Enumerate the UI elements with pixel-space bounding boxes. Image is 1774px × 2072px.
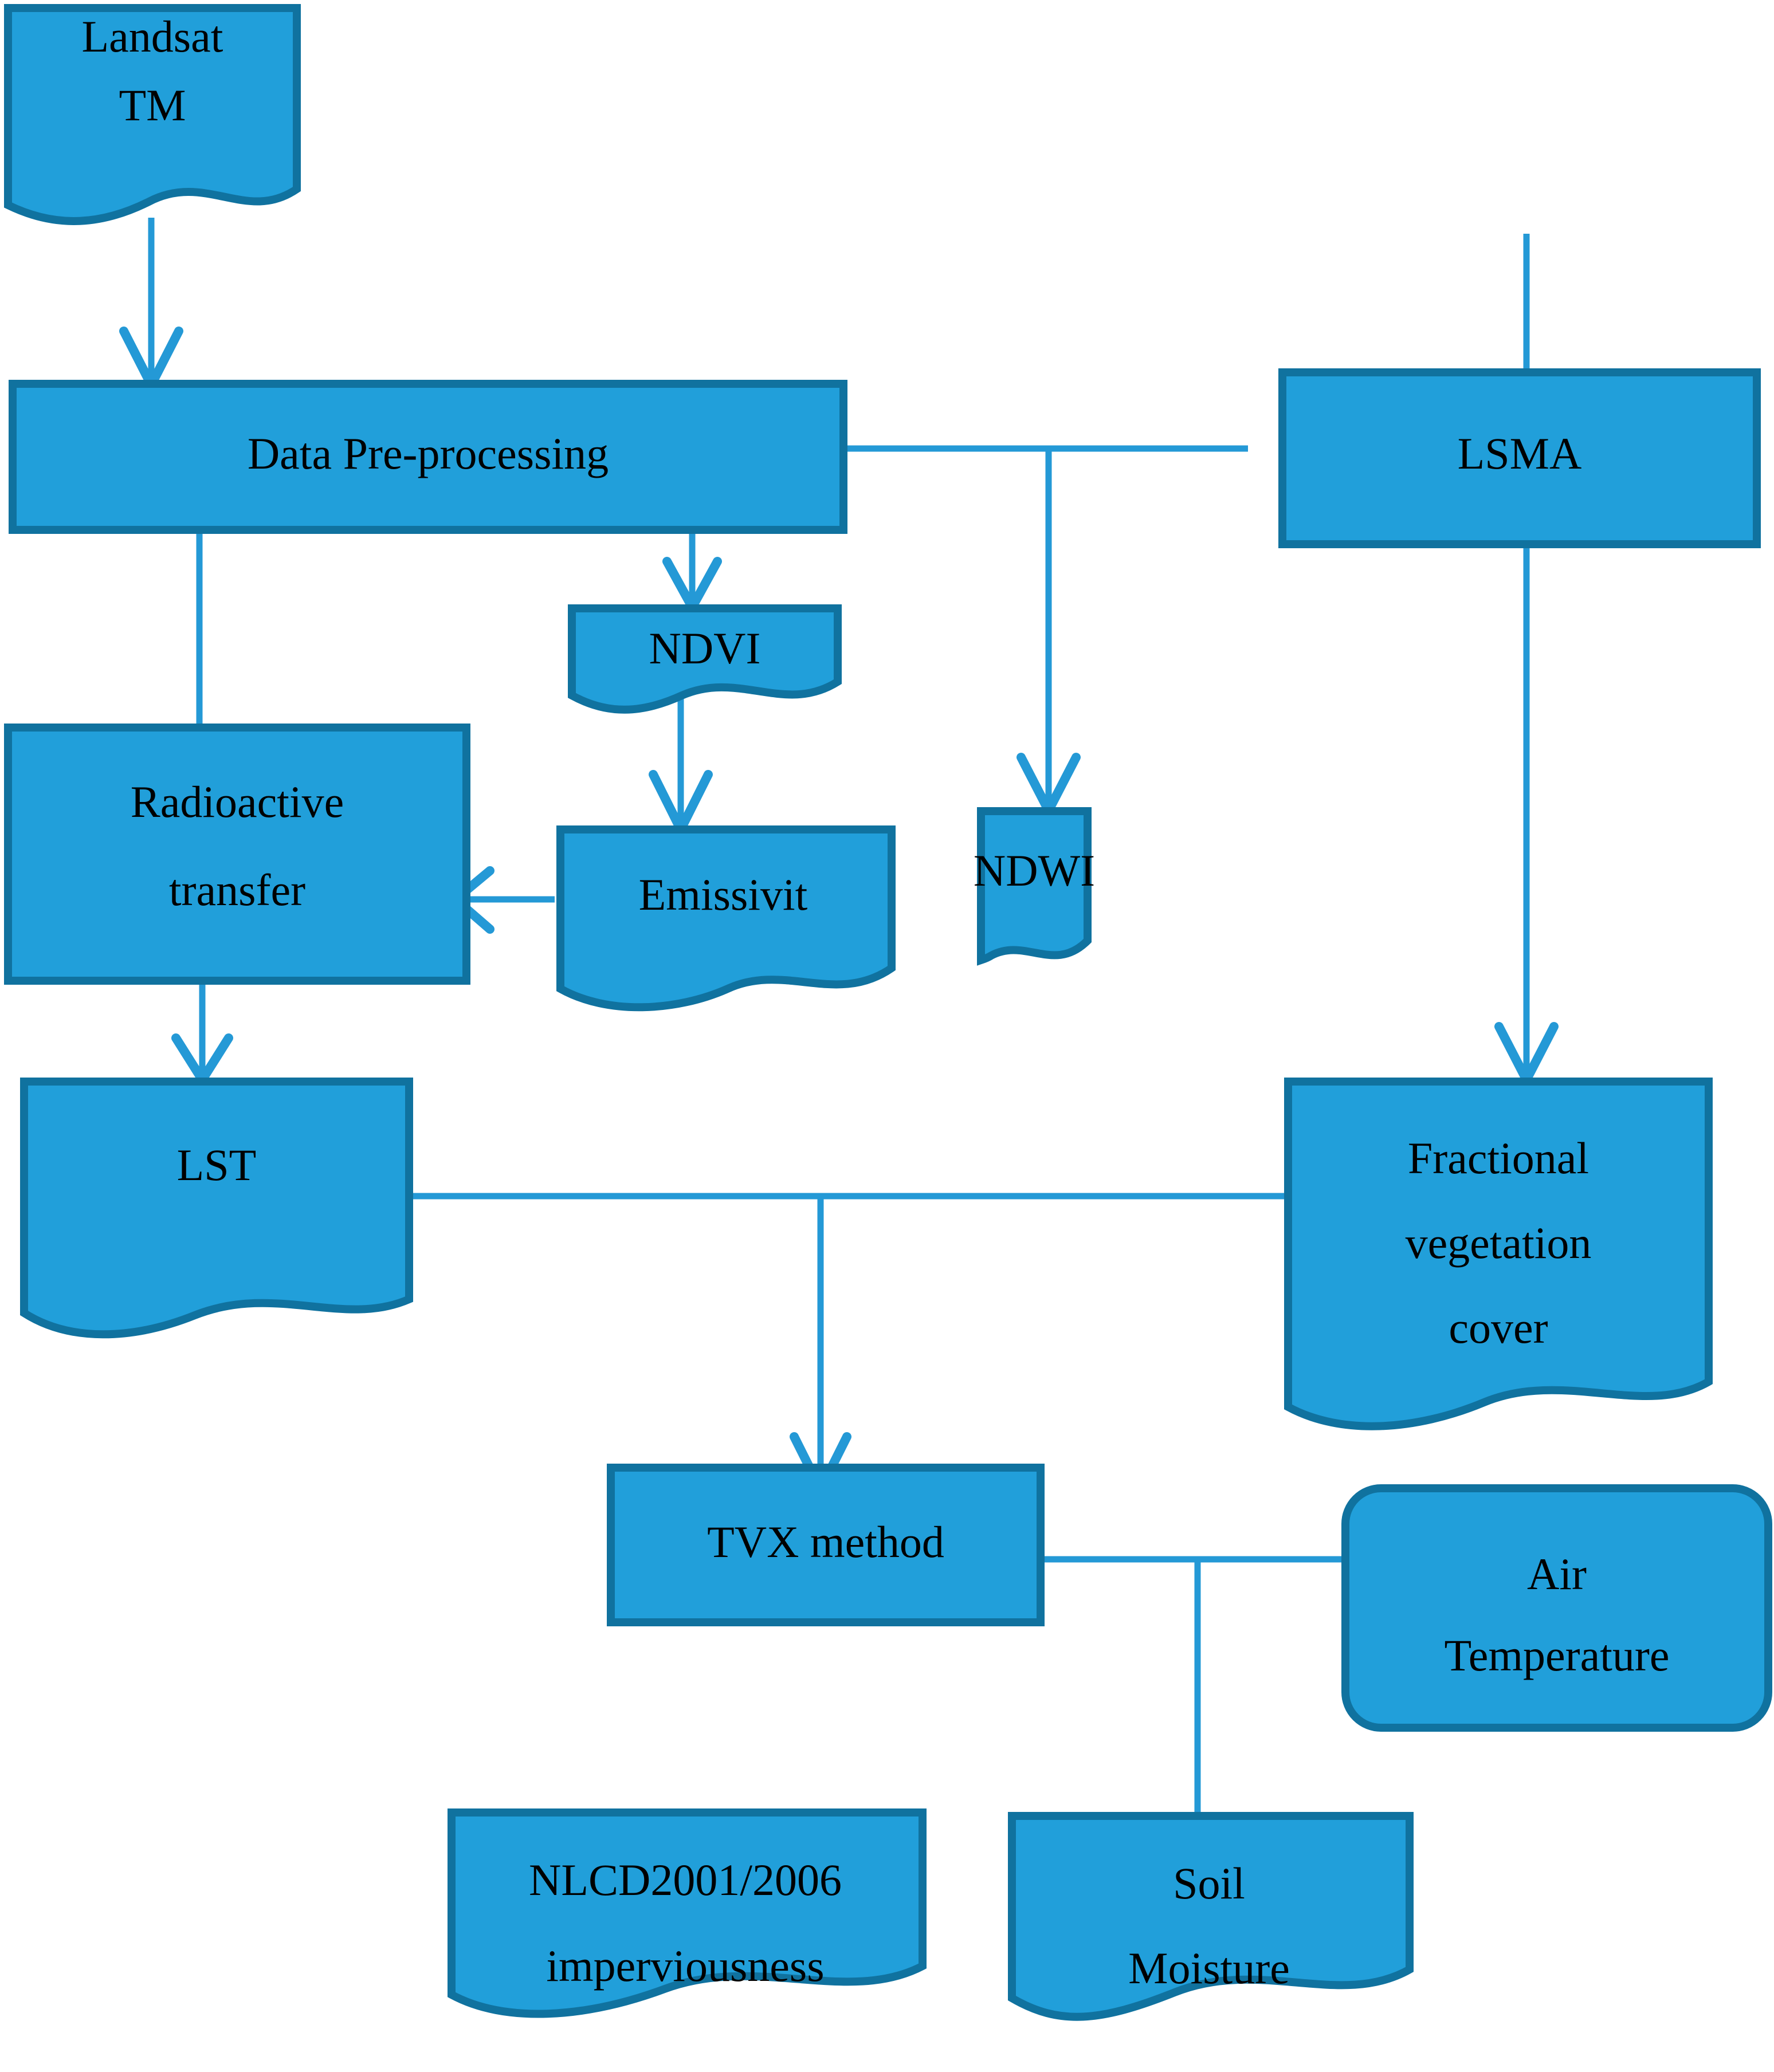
- node-soil-moisture[interactable]: Soil Moisture: [1008, 1812, 1414, 2021]
- lsma-label: LSMA: [1458, 428, 1582, 478]
- data-pre-processing-label: Data Pre-processing: [248, 428, 609, 478]
- radioactive-transfer-label-line-1: transfer: [169, 865, 305, 915]
- edge-lst-fvc-to-tvx-method: [790, 1196, 851, 1494]
- node-lst[interactable]: LST: [20, 1078, 413, 1339]
- node-lsma[interactable]: LSMA: [1278, 368, 1761, 548]
- ndvi-label: NDVI: [649, 623, 761, 673]
- soil-moisture-shape: [1008, 1812, 1414, 2021]
- fractional-vegetation-cover-label-line-1: vegetation: [1406, 1218, 1592, 1268]
- landsat-tm-label-line-0: Landsat: [82, 11, 223, 61]
- lsma-shape: [1278, 368, 1761, 548]
- node-air-temperature[interactable]: Air Temperature: [1341, 1484, 1772, 1732]
- edge-landsat-to-preprocessing: [119, 218, 183, 390]
- tvx-method-shape: [607, 1464, 1045, 1626]
- node-data-pre-processing[interactable]: Data Pre-processing: [9, 380, 847, 534]
- nlcd-imperviousness-label-line-1: imperviousness: [546, 1941, 824, 1991]
- nlcd-imperviousness-label-line-0: NLCD2001/2006: [529, 1855, 842, 1905]
- fractional-vegetation-cover-shape: [1284, 1078, 1713, 1430]
- fractional-vegetation-cover-label-line-0: Fractional: [1408, 1133, 1589, 1183]
- node-tvx-method[interactable]: TVX method: [607, 1464, 1045, 1626]
- ndwi-label: NDWI: [974, 846, 1095, 895]
- air-temperature-label-line-0: Air: [1527, 1549, 1587, 1599]
- node-fractional-vegetation-cover[interactable]: Fractional vegetation cover: [1284, 1078, 1713, 1430]
- radioactive-transfer-shape: [4, 724, 470, 985]
- node-nlcd-imperviousness[interactable]: NLCD2001/2006 imperviousness: [448, 1808, 927, 2018]
- edge-ndvi-to-emissivit: [649, 692, 713, 834]
- ndwi-shape: [977, 807, 1092, 966]
- nlcd-imperviousness-shape: [448, 1808, 927, 2018]
- air-temperature-label-line-1: Temperature: [1445, 1630, 1670, 1680]
- soil-moisture-label-line-0: Soil: [1173, 1858, 1245, 1908]
- node-landsat-tm[interactable]: Landsat TM: [4, 4, 301, 225]
- fractional-vegetation-cover-label-line-2: cover: [1449, 1303, 1548, 1352]
- edge-lsma-to-fractional-vegetation-cover: [1494, 234, 1559, 1084]
- emissivit-shape: [556, 825, 896, 1012]
- node-ndwi[interactable]: NDWI: [974, 807, 1095, 966]
- air-temperature-shape: [1341, 1484, 1772, 1732]
- landsat-tm-shape: [4, 4, 301, 225]
- node-emissivit[interactable]: Emissivit: [556, 825, 896, 1012]
- ndvi-shape: [568, 604, 842, 714]
- emissivit-label: Emissivit: [639, 870, 808, 919]
- node-radioactive-transfer[interactable]: Radioactive transfer: [4, 724, 470, 985]
- edge-preprocessing-to-ndwi: [1016, 449, 1081, 815]
- radioactive-transfer-label-line-0: Radioactive: [131, 777, 344, 827]
- node-ndvi[interactable]: NDVI: [568, 604, 842, 714]
- tvx-method-label: TVX method: [707, 1517, 944, 1567]
- landsat-tm-label-line-1: TM: [119, 80, 186, 130]
- data-pre-processing-shape: [9, 380, 847, 534]
- edge-radioactive-transfer-to-lst: [171, 982, 233, 1084]
- lst-label: LST: [177, 1140, 257, 1190]
- soil-moisture-label-line-1: Moisture: [1128, 1943, 1290, 1993]
- lst-shape: [20, 1078, 413, 1339]
